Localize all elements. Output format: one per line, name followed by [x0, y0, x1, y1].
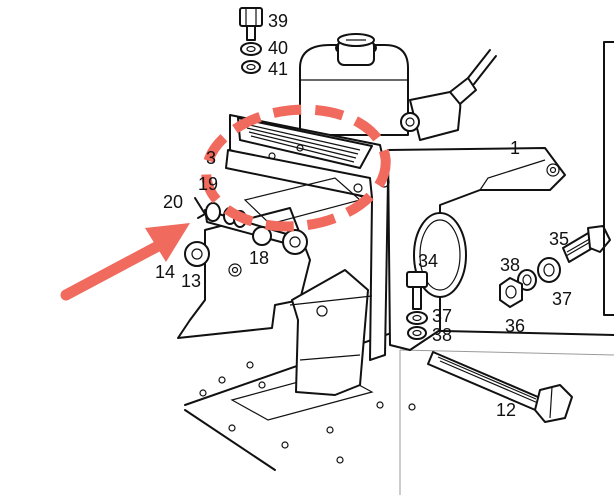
part-label-37b: 37	[552, 289, 572, 309]
part-label-40: 40	[268, 38, 288, 58]
fluid-reservoir	[299, 33, 409, 136]
part-label-36: 36	[505, 316, 525, 336]
cylinder-fins	[244, 123, 361, 163]
inset-panel-edge	[603, 41, 614, 316]
part-label-35: 35	[549, 229, 569, 249]
part-label-14: 14	[155, 262, 175, 282]
pipe-fitting	[400, 49, 497, 141]
part-label-34: 34	[418, 251, 438, 271]
master-cylinder	[225, 114, 390, 361]
bolt-39-stack	[239, 7, 263, 74]
part-label-1: 1	[510, 138, 520, 158]
highlight-arrow	[60, 223, 190, 301]
part-labels: 39 40 41 1 3 19 20 14 13 18 34 37 38 38 …	[155, 11, 572, 420]
part-label-38b: 38	[500, 255, 520, 275]
bolt-34-stack	[406, 271, 428, 340]
part-label-37a: 37	[432, 306, 452, 326]
base-plate-holes	[199, 361, 416, 464]
part-label-3: 3	[206, 148, 216, 168]
part-label-19: 19	[198, 174, 218, 194]
part-label-41: 41	[268, 59, 288, 79]
part-label-18: 18	[249, 248, 269, 268]
part-label-39: 39	[268, 11, 288, 31]
highlight-circle	[201, 104, 391, 232]
part-label-12: 12	[496, 400, 516, 420]
part-label-13: 13	[181, 271, 201, 291]
bolt-35-stack	[499, 225, 611, 308]
long-bolt-12	[427, 351, 573, 423]
part-label-38a: 38	[432, 325, 452, 345]
part-label-20: 20	[163, 192, 183, 212]
